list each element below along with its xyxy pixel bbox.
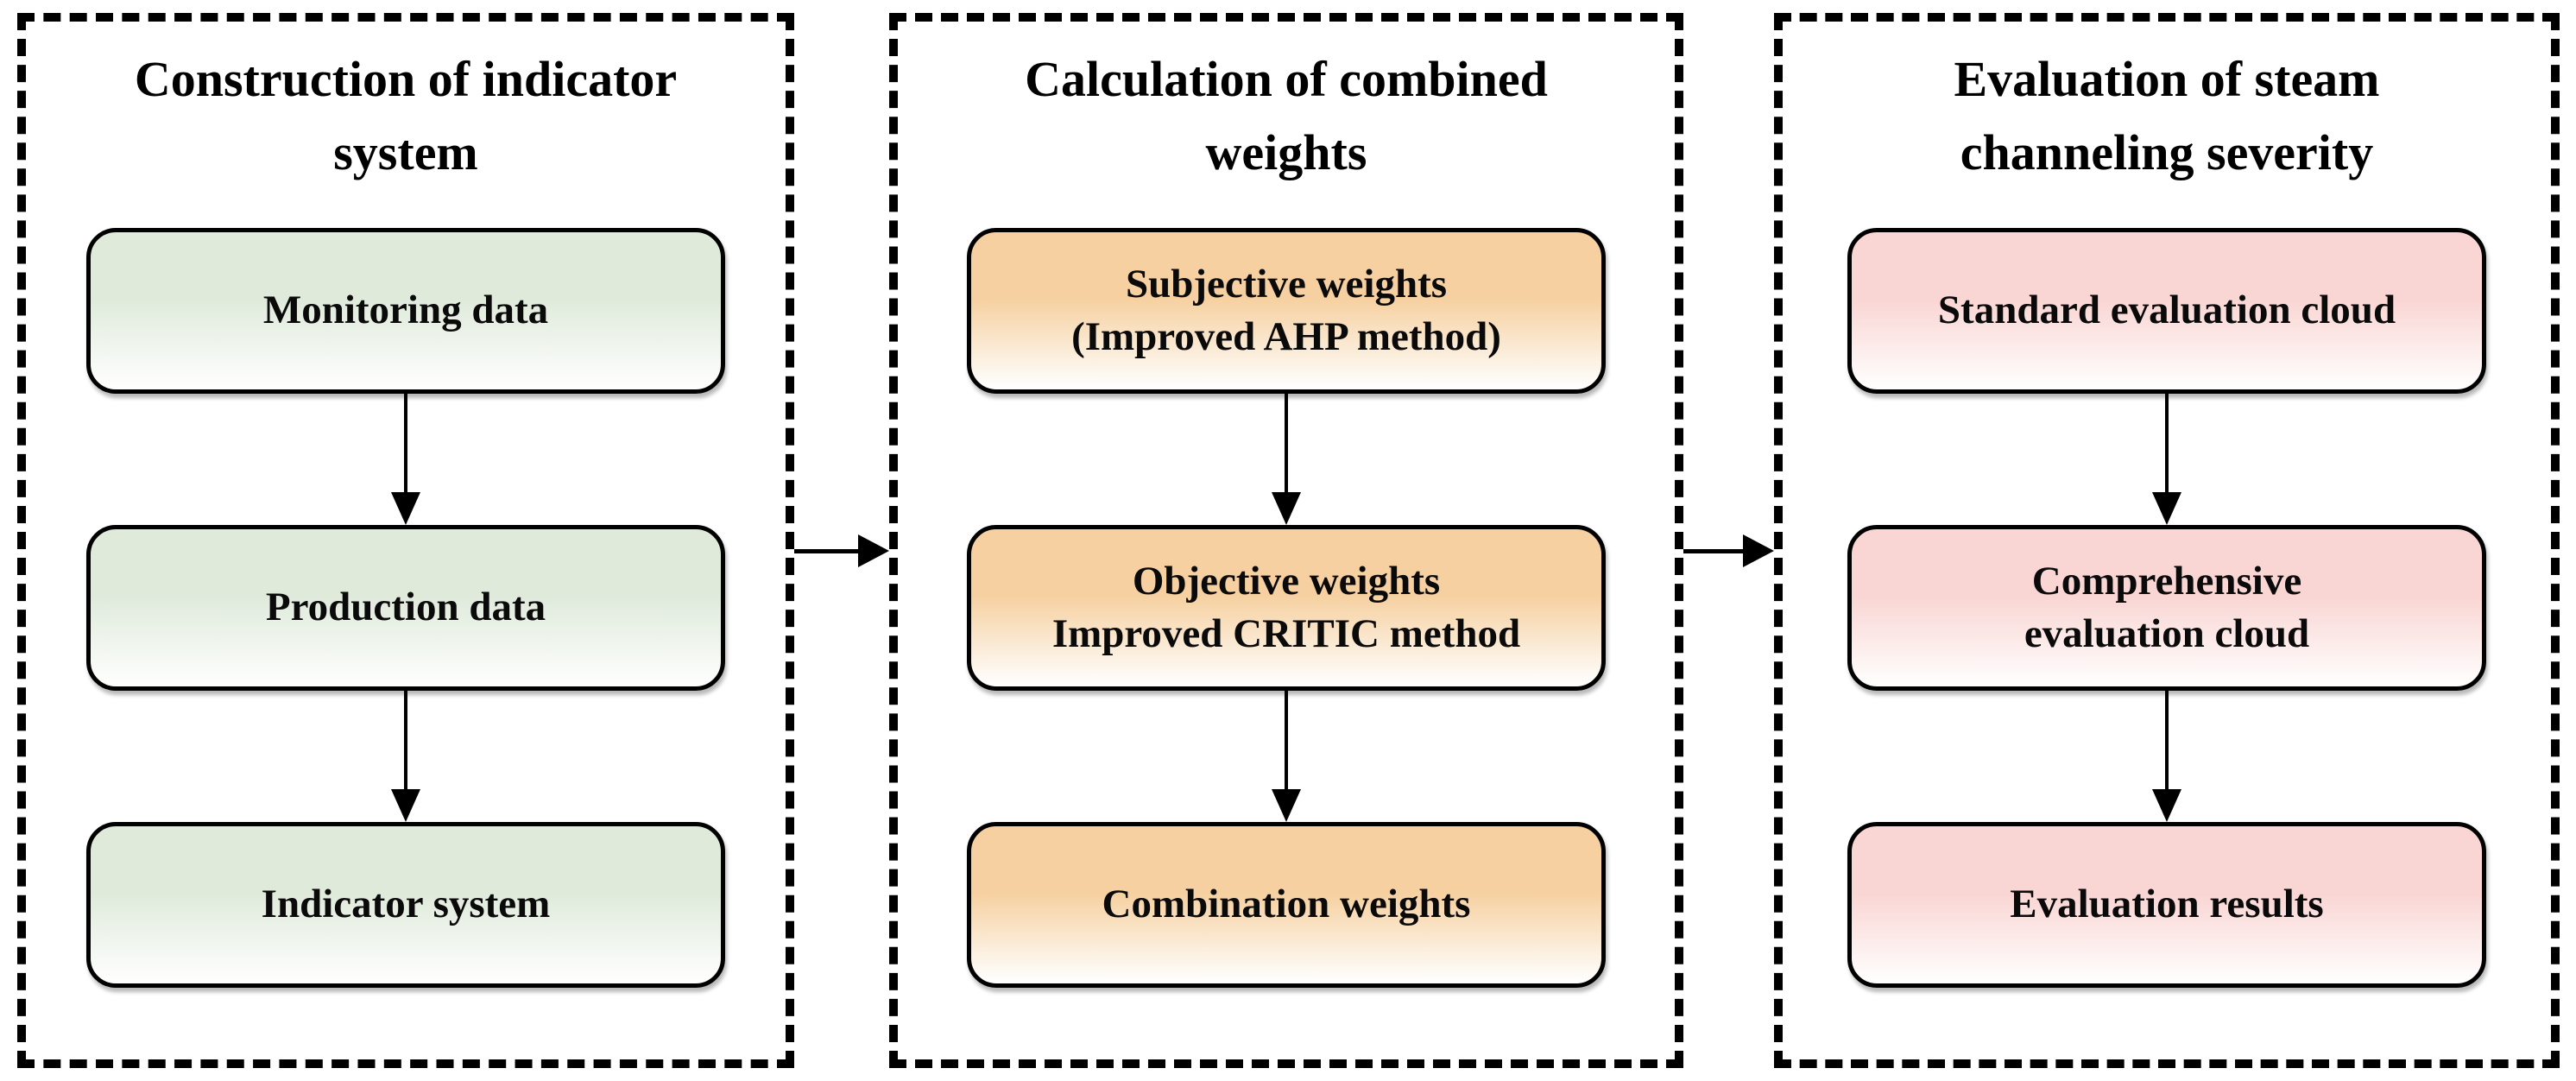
arrow-down: [2152, 394, 2181, 525]
arrow-head-right-icon: [858, 534, 889, 567]
node-subjective-weights: Subjective weights (Improved AHP method): [967, 228, 1606, 394]
arrow-head-down-icon: [2152, 492, 2181, 525]
panel-evaluation-of-steam-channeling-severity: Evaluation of steam channeling severity …: [1774, 13, 2560, 1068]
arrow-head-down-icon: [2152, 789, 2181, 822]
arrow-line: [2165, 691, 2169, 789]
connector-panel2-to-panel3: [1683, 534, 1774, 568]
node-combination-weights: Combination weights: [967, 822, 1606, 988]
node-standard-evaluation-cloud: Standard evaluation cloud: [1847, 228, 2486, 394]
arrow-down: [2152, 691, 2181, 822]
arrow-line: [2165, 394, 2169, 492]
arrow-head-down-icon: [1272, 492, 1301, 525]
arrow-line: [404, 691, 407, 789]
panel-title: Construction of indicator system: [134, 51, 678, 180]
node-production-data: Production data: [86, 525, 725, 691]
node-monitoring-data: Monitoring data: [86, 228, 725, 394]
panel-calculation-of-combined-weights: Calculation of combined weights Subjecti…: [889, 13, 1683, 1068]
arrow-down: [391, 394, 420, 525]
node-evaluation-results: Evaluation results: [1847, 822, 2486, 988]
arrow-head-right-icon: [1743, 534, 1774, 567]
arrow-line: [1285, 394, 1288, 492]
node-indicator-system: Indicator system: [86, 822, 725, 988]
arrow-line: [1285, 691, 1288, 789]
arrow-head-down-icon: [391, 492, 420, 525]
panel-title: Evaluation of steam channeling severity: [1954, 51, 2380, 180]
node-objective-weights: Objective weights Improved CRITIC method: [967, 525, 1606, 691]
arrow-down: [1272, 691, 1301, 822]
arrow-head-down-icon: [391, 789, 420, 822]
arrow-line: [794, 548, 858, 553]
arrow-down: [391, 691, 420, 822]
connector-panel1-to-panel2: [794, 534, 889, 568]
arrow-down: [1272, 394, 1301, 525]
node-comprehensive-evaluation-cloud: Comprehensive evaluation cloud: [1847, 525, 2486, 691]
arrow-head-down-icon: [1272, 789, 1301, 822]
arrow-line: [404, 394, 407, 492]
panel-construction-of-indicator-system: Construction of indicator system Monitor…: [17, 13, 794, 1068]
panel-title: Calculation of combined weights: [1025, 51, 1548, 180]
arrow-line: [1683, 548, 1743, 553]
